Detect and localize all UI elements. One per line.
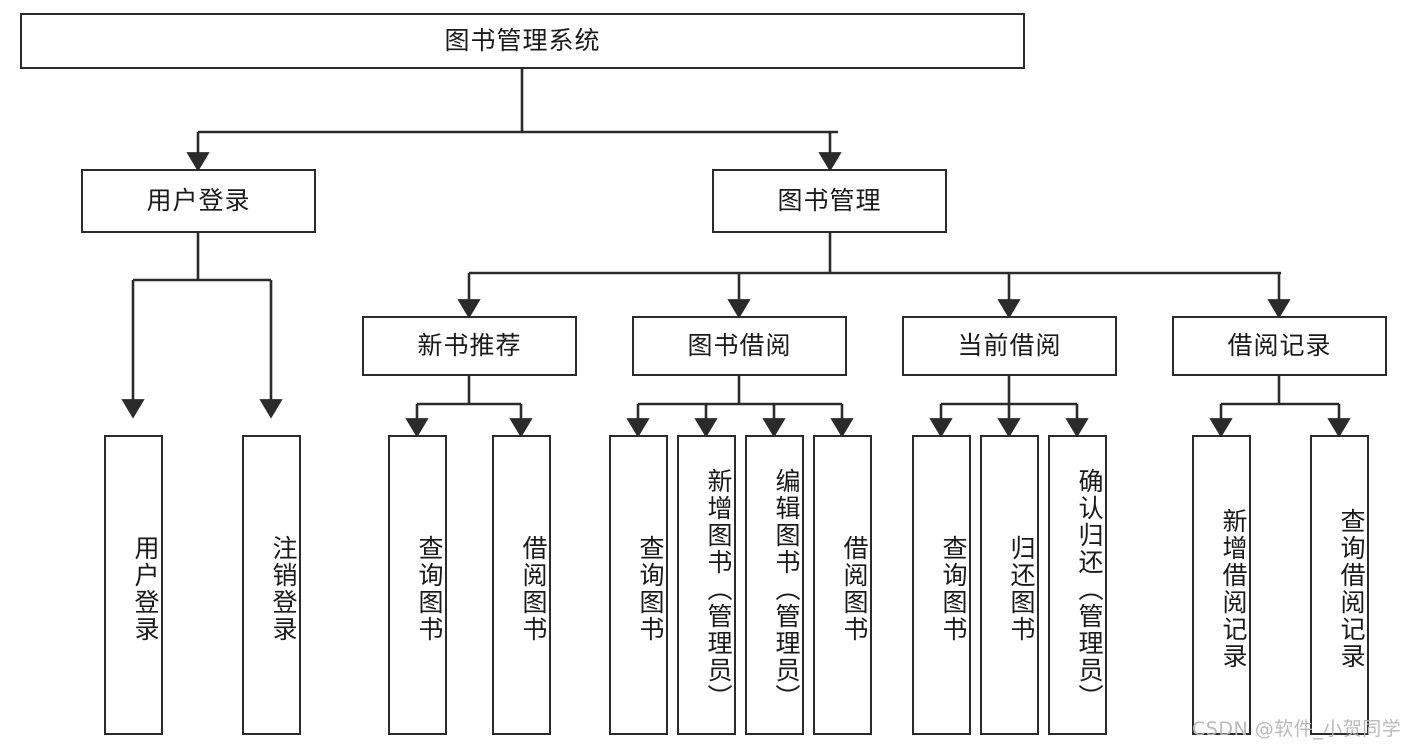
node-leaf-label: 编辑图书（管理员） [772, 467, 801, 711]
node-leaf-confirm-return-admin[interactable]: 确认归还（管理员） [1048, 435, 1107, 735]
node-leaf-label: 确认归还（管理员） [1075, 467, 1104, 711]
node-root-book-management-system[interactable]: 图书管理系统 [20, 13, 1025, 69]
node-leaf-borrow-book-recommend[interactable]: 借阅图书 [492, 435, 551, 735]
node-leaf-borrow-book[interactable]: 借阅图书 [813, 435, 872, 735]
node-leaf-edit-book-admin[interactable]: 编辑图书（管理员） [745, 435, 804, 735]
node-user-login[interactable]: 用户登录 [81, 169, 316, 233]
node-leaf-label: 借阅图书 [519, 535, 548, 643]
node-leaf-label: 查询图书 [636, 535, 665, 643]
watermark-text: CSDN @软件_小贺同学 [1192, 718, 1402, 740]
node-leaf-add-book-admin[interactable]: 新增图书（管理员） [677, 435, 736, 735]
node-leaf-label: 查询图书 [415, 535, 444, 643]
node-leaf-label: 新增借阅记录 [1219, 508, 1248, 670]
node-leaf-return-book[interactable]: 归还图书 [980, 435, 1039, 735]
node-leaf-label: 借阅图书 [840, 535, 869, 643]
node-leaf-label: 用户登录 [131, 535, 160, 643]
node-leaf-query-borrow-record[interactable]: 查询借阅记录 [1310, 435, 1369, 735]
node-leaf-logout[interactable]: 注销登录 [242, 435, 301, 735]
node-book-borrow[interactable]: 图书借阅 [632, 316, 847, 376]
node-leaf-label: 查询借阅记录 [1337, 508, 1366, 670]
node-leaf-query-book-current[interactable]: 查询图书 [912, 435, 971, 735]
node-leaf-label: 注销登录 [269, 535, 298, 643]
node-book-management[interactable]: 图书管理 [712, 169, 947, 233]
node-leaf-query-book-recommend[interactable]: 查询图书 [388, 435, 447, 735]
node-leaf-label: 查询图书 [939, 535, 968, 643]
node-leaf-query-book-borrow[interactable]: 查询图书 [609, 435, 668, 735]
node-leaf-add-borrow-record[interactable]: 新增借阅记录 [1192, 435, 1251, 735]
node-leaf-label: 新增图书（管理员） [704, 467, 733, 711]
node-borrow-record[interactable]: 借阅记录 [1172, 316, 1387, 376]
node-leaf-user-login[interactable]: 用户登录 [104, 435, 163, 735]
node-leaf-label: 归还图书 [1007, 535, 1036, 643]
node-current-borrow[interactable]: 当前借阅 [902, 316, 1117, 376]
node-new-book-recommend[interactable]: 新书推荐 [362, 316, 577, 376]
